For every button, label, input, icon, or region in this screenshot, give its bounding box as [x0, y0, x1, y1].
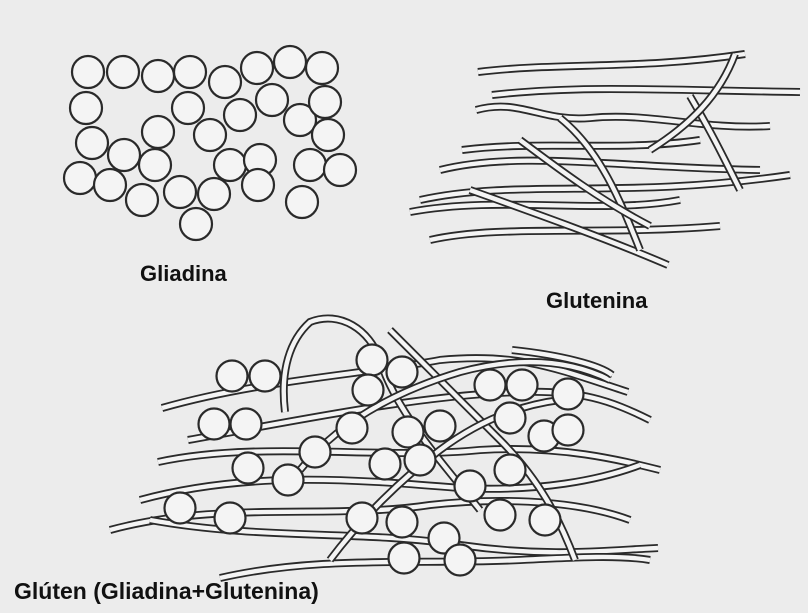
glutenina-illustration — [410, 54, 800, 265]
gluten-globule — [370, 449, 401, 480]
gliadina-molecule — [172, 92, 204, 124]
gliadina-molecule — [256, 84, 288, 116]
gluten-globule — [475, 370, 506, 401]
gliadina-molecule — [174, 56, 206, 88]
gliadina-molecule — [214, 149, 246, 181]
gliadina-molecule — [274, 46, 306, 78]
gluten-globule — [250, 361, 281, 392]
gliadina-molecule — [126, 184, 158, 216]
glutenina-strand — [478, 54, 745, 72]
gluten-globule — [455, 471, 486, 502]
gluten-globule — [387, 357, 418, 388]
gluten-globule — [199, 409, 230, 440]
gluten-globule — [425, 411, 456, 442]
glutenina-strand — [476, 107, 770, 127]
gliadina-molecule — [194, 119, 226, 151]
gluten-globule — [495, 455, 526, 486]
gliadina-molecule — [164, 176, 196, 208]
gluten-globule — [507, 370, 538, 401]
gliadina-molecule — [241, 52, 273, 84]
glutenina-label: Glutenina — [546, 288, 647, 314]
gliadina-molecule — [198, 178, 230, 210]
gluten-illustration — [110, 318, 660, 578]
gluten-globule — [337, 413, 368, 444]
gliadina-molecule — [72, 56, 104, 88]
gliadina-molecule — [94, 169, 126, 201]
glutenina-strand — [492, 89, 800, 95]
gluten-globule — [495, 403, 526, 434]
gluten-globule — [347, 503, 378, 534]
gliadina-molecule — [209, 66, 241, 98]
gluten-globule — [353, 375, 384, 406]
gliadina-molecule — [180, 208, 212, 240]
gliadina-molecule — [76, 127, 108, 159]
gluten-globule — [387, 507, 418, 538]
gluten-globule — [553, 415, 584, 446]
gliadina-molecule — [242, 169, 274, 201]
gliadina-molecule — [224, 99, 256, 131]
gliadina-molecule — [294, 149, 326, 181]
gliadina-molecule — [64, 162, 96, 194]
gluten-globule — [393, 417, 424, 448]
gliadina-molecule — [139, 149, 171, 181]
gliadina-molecule — [108, 139, 140, 171]
gliadina-molecule — [306, 52, 338, 84]
gluten-globule — [445, 545, 476, 576]
gliadina-molecule — [70, 92, 102, 124]
gliadina-molecule — [142, 60, 174, 92]
gluten-strand — [220, 557, 650, 578]
gluten-globule — [273, 465, 304, 496]
gliadina-molecule — [324, 154, 356, 186]
gluten-globule — [215, 503, 246, 534]
gluten-globule — [357, 345, 388, 376]
gliadina-molecule — [107, 56, 139, 88]
glutenina-strand — [410, 200, 680, 212]
gliadina-molecule — [312, 119, 344, 151]
gluten-globule — [217, 361, 248, 392]
gluten-globule — [233, 453, 264, 484]
gliadina-molecule — [142, 116, 174, 148]
gluten-globule — [405, 445, 436, 476]
gluten-globule — [530, 505, 561, 536]
gluten-globule — [485, 500, 516, 531]
gliadina-label: Gliadina — [140, 261, 227, 287]
gliadina-molecule — [309, 86, 341, 118]
gluten-globule — [165, 493, 196, 524]
gluten-globule — [553, 379, 584, 410]
gluten-label: Glúten (Gliadina+Glutenina) — [14, 578, 319, 605]
gluten-globule — [300, 437, 331, 468]
gliadina-molecule — [286, 186, 318, 218]
gluten-globule — [389, 543, 420, 574]
gluten-globule — [231, 409, 262, 440]
gliadina-illustration — [64, 46, 356, 240]
